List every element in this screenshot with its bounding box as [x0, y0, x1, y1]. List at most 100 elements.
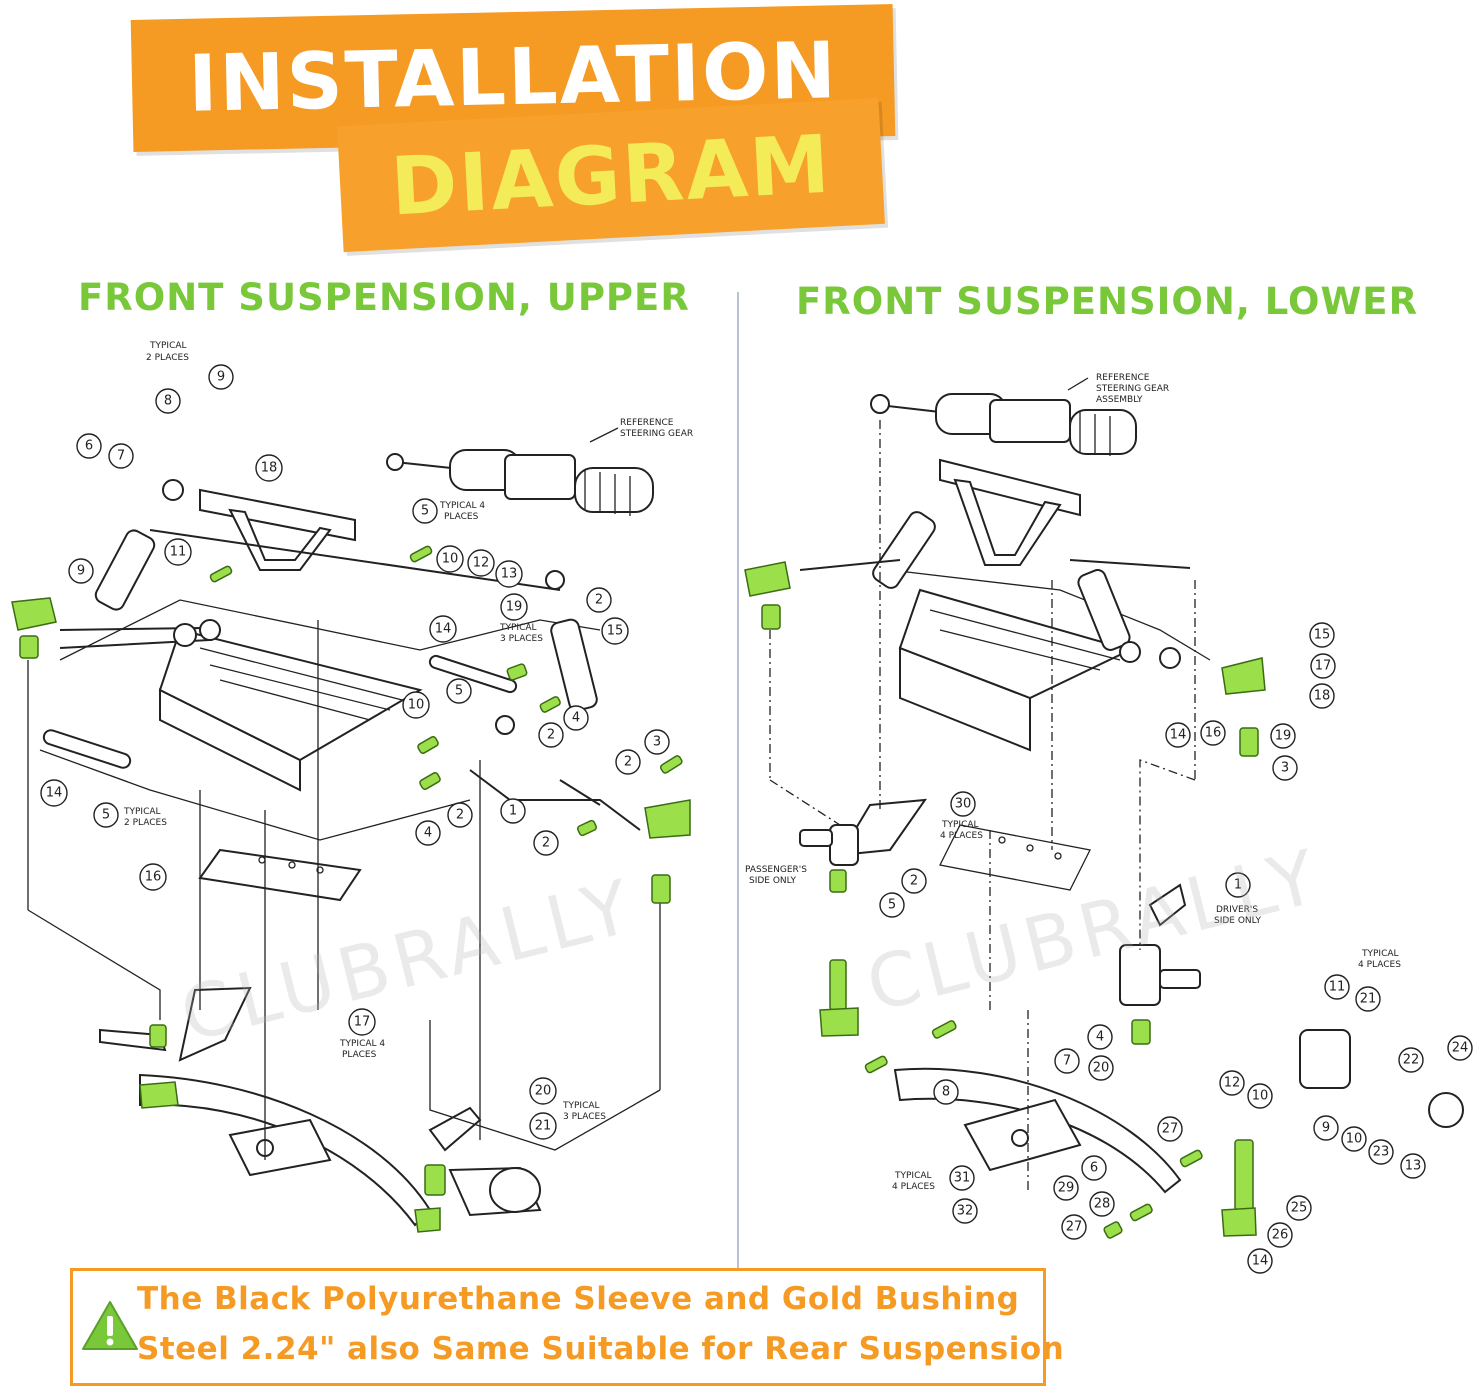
callout-2c: 2 — [615, 749, 641, 775]
svg-text:30: 30 — [955, 797, 972, 812]
svg-text:7: 7 — [117, 449, 125, 464]
svg-text:16: 16 — [1205, 726, 1222, 741]
callout-18: 18 — [255, 454, 283, 482]
svg-text:2: 2 — [595, 593, 603, 608]
svg-text:16: 16 — [145, 870, 162, 885]
callout-10b: 10 — [1341, 1126, 1367, 1152]
callout-10: 10 — [1247, 1083, 1273, 1109]
callout-18: 18 — [1309, 683, 1335, 709]
svg-text:9: 9 — [77, 564, 85, 579]
label-reference-steering-gear-assembly: REFERENCE — [1096, 373, 1150, 383]
callout-7: 7 — [1054, 1048, 1080, 1074]
svg-text:7: 7 — [1063, 1054, 1071, 1069]
callout-2: 2 — [586, 587, 612, 613]
svg-text:10: 10 — [1346, 1132, 1363, 1147]
upper-suspension-diagram: TYPICAL 2 PLACES REFERENCE STEERING GEAR… — [0, 330, 735, 1260]
callout-14: 14 — [429, 615, 457, 643]
callout-22: 22 — [1398, 1047, 1424, 1073]
callout-10b: 10 — [402, 691, 430, 719]
lower-suspension-drawing: REFERENCE STEERING GEAR ASSEMBLY PASSENG… — [744, 373, 1473, 1274]
label-typical-4-places-b: TYPICAL 4 — [339, 1039, 385, 1049]
callout-14b: 14 — [40, 779, 68, 807]
svg-text:10: 10 — [1252, 1089, 1269, 1104]
label-drivers-side-only: DRIVER'S — [1216, 905, 1258, 915]
note-box: The Black Polyurethane Sleeve and Gold B… — [70, 1268, 1064, 1386]
note-line-2: Steel 2.24" also Same Suitable for Rear … — [137, 1331, 1065, 1367]
callout-32: 32 — [952, 1198, 978, 1224]
callout-1: 1 — [1225, 872, 1251, 898]
guide-lines — [27, 620, 661, 1160]
callout-5b: 5 — [446, 678, 472, 704]
svg-text:8: 8 — [942, 1085, 950, 1100]
callout-30: 30 — [950, 791, 976, 817]
label-typical-2-places-sub: 2 PLACES — [146, 353, 189, 363]
label-passengers-side-only-sub: SIDE ONLY — [749, 876, 796, 886]
svg-text:20: 20 — [535, 1084, 552, 1099]
frame-illustration-lower — [889, 458, 1211, 891]
svg-text:15: 15 — [607, 624, 624, 639]
svg-text:20: 20 — [1093, 1061, 1110, 1076]
callout-3: 3 — [1272, 755, 1298, 781]
warning-icon — [82, 1301, 138, 1350]
callout-4b: 4 — [415, 820, 441, 846]
callout-4: 4 — [563, 705, 589, 731]
svg-text:17: 17 — [1315, 659, 1332, 674]
shock-absorber-illustration-lower — [872, 511, 1181, 669]
svg-text:12: 12 — [473, 556, 490, 571]
callout-31: 31 — [949, 1165, 975, 1191]
svg-text:2: 2 — [547, 728, 555, 743]
svg-text:21: 21 — [535, 1119, 552, 1134]
callout-5: 5 — [879, 892, 905, 918]
title-banner-diagram: DIAGRAM — [337, 97, 885, 253]
shock-absorber-illustration — [94, 479, 598, 712]
svg-text:14: 14 — [1170, 728, 1187, 743]
svg-text:19: 19 — [1275, 729, 1292, 744]
svg-text:27: 27 — [1162, 1122, 1179, 1137]
svg-text:24: 24 — [1452, 1041, 1469, 1056]
svg-text:26: 26 — [1272, 1228, 1289, 1243]
steering-gear-illustration-lower — [870, 377, 1137, 456]
label-typical-2-places-b: TYPICAL — [123, 807, 161, 817]
svg-text:8: 8 — [164, 394, 172, 409]
svg-text:4: 4 — [572, 711, 580, 726]
svg-text:11: 11 — [170, 545, 187, 560]
callout-8: 8 — [155, 388, 181, 414]
label-typical-4-places-lower-c-sub: 4 PLACES — [892, 1182, 935, 1192]
callout-2: 2 — [901, 868, 927, 894]
callout-9: 9 — [1313, 1115, 1339, 1141]
callout-20: 20 — [1088, 1055, 1114, 1081]
label-typical-4-places-lower: TYPICAL — [941, 820, 979, 830]
svg-text:12: 12 — [1224, 1076, 1241, 1091]
callout-5c: 5 — [93, 802, 119, 828]
svg-text:6: 6 — [85, 439, 93, 454]
callout-6: 6 — [1081, 1155, 1107, 1181]
svg-text:17: 17 — [354, 1015, 371, 1030]
callout-6: 6 — [76, 433, 102, 459]
steering-gear-illustration — [386, 427, 654, 516]
callout-10: 10 — [436, 545, 464, 573]
svg-text:3: 3 — [1281, 761, 1289, 776]
svg-text:29: 29 — [1058, 1181, 1075, 1196]
label-typical-4-places-lower-b: TYPICAL — [1361, 949, 1399, 959]
svg-text:3: 3 — [653, 735, 661, 750]
callout-1: 1 — [500, 798, 526, 824]
callout-13: 13 — [1400, 1153, 1426, 1179]
callout-12: 12 — [1219, 1070, 1245, 1096]
svg-text:10: 10 — [408, 698, 425, 713]
callout-2d: 2 — [447, 802, 473, 828]
callout-4: 4 — [1087, 1024, 1113, 1050]
callout-25: 25 — [1286, 1195, 1312, 1221]
label-reference-steering-gear-assembly-mid: STEERING GEAR — [1096, 384, 1169, 394]
callout-20: 20 — [529, 1077, 557, 1105]
svg-text:9: 9 — [1322, 1121, 1330, 1136]
svg-text:19: 19 — [506, 600, 523, 615]
callout-17: 17 — [1310, 653, 1336, 679]
callout-23: 23 — [1368, 1139, 1394, 1165]
callout-16: 16 — [139, 863, 167, 891]
label-typical-2-places: TYPICAL — [149, 341, 187, 351]
svg-text:1: 1 — [1234, 878, 1242, 893]
svg-text:13: 13 — [1405, 1159, 1422, 1174]
label-typical-4-places-lower-b-sub: 4 PLACES — [1358, 960, 1401, 970]
svg-text:5: 5 — [888, 898, 896, 913]
label-passengers-side-only: PASSENGER'S — [745, 865, 807, 875]
